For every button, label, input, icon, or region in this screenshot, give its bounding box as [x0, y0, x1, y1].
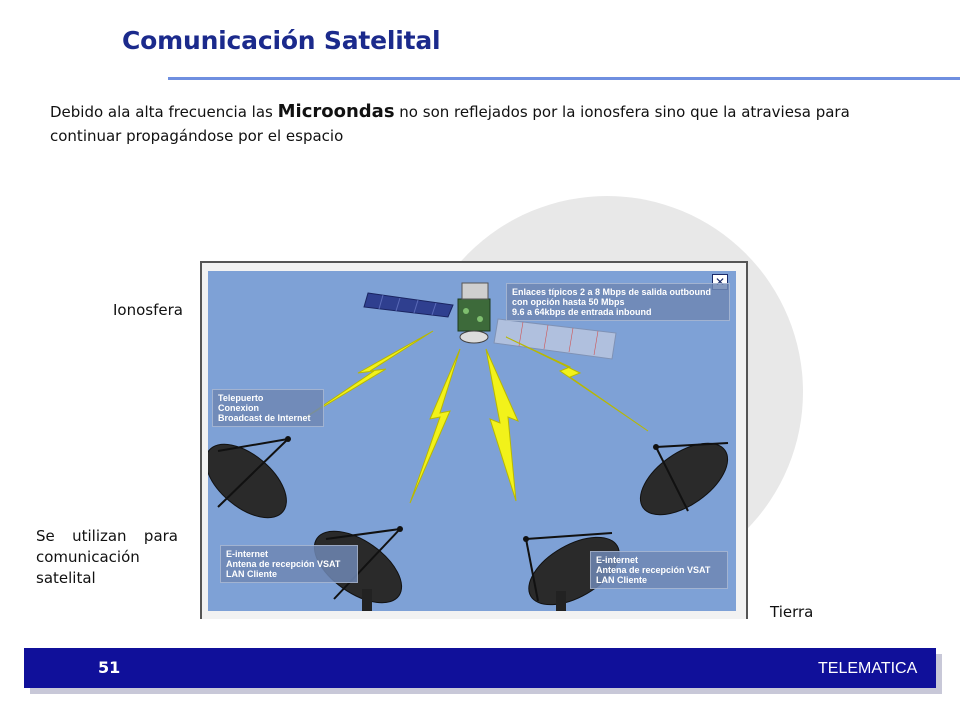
satellite-info-box: Enlaces típicos 2 a 8 Mbps de salida out…	[506, 283, 730, 321]
satellite-right-panel	[493, 318, 617, 360]
lightning-bolt-3	[485, 348, 519, 502]
satellite-info-line: Enlaces típicos 2 a 8 Mbps de salida out…	[512, 287, 712, 297]
lightning-bolt-2	[409, 348, 461, 504]
receiver-info-line: E-internet	[226, 549, 269, 559]
earth-label: Tierra	[770, 603, 814, 621]
dish-antenna-top-left	[208, 436, 291, 519]
ionosphere-label: Ionosfera	[113, 301, 183, 319]
intro-text-start: Debido ala alta frecuencia las	[50, 103, 278, 121]
teleport-info-line: Broadcast de Internet	[218, 413, 311, 423]
receiver-info-line: E-internet	[596, 555, 639, 565]
footer-course-name: TELEMATICA	[818, 660, 918, 677]
receiver-right-info-box: E-internet Antena de recepción VSAT LAN …	[590, 551, 728, 589]
dish-antenna-right	[639, 442, 729, 516]
intro-emphasis: Microondas	[277, 101, 395, 122]
receiver-info-line: Antena de recepción VSAT	[596, 565, 711, 575]
lightning-bolt-4	[505, 336, 649, 432]
usage-line-2: comunicación	[36, 548, 140, 566]
receiver-info-line: LAN Cliente	[226, 569, 278, 579]
satellite-diagram: ✕ Enlaces típicos 2 a 8 Mbps de salida o…	[208, 271, 736, 611]
satellite-diagram-art	[208, 282, 729, 611]
slide-title: Comunicación Satelital	[122, 26, 441, 55]
teleport-info-line: Conexion	[218, 403, 260, 413]
satellite-info-line: 9.6 a 64kbps de entrada inbound	[512, 307, 652, 317]
title-underline	[168, 77, 960, 80]
satellite-body	[457, 282, 491, 344]
usage-note: Se utilizan para comunicación satelital	[36, 526, 178, 589]
satellite-info-line: con opción hasta 50 Mbps	[512, 297, 625, 307]
usage-line-3: satelital	[36, 569, 96, 587]
receiver-info-line: Antena de recepción VSAT	[226, 559, 341, 569]
intro-text-end: no son reflejados por la ionosfera sino …	[50, 103, 850, 145]
footer-bar	[24, 648, 936, 688]
teleport-info-line: Telepuerto	[218, 393, 264, 403]
intro-paragraph: Debido ala alta frecuencia las Microonda…	[50, 100, 850, 148]
usage-line-1: Se utilizan para	[36, 527, 178, 545]
receiver-info-line: LAN Cliente	[596, 575, 648, 585]
receiver-left-info-box: E-internet Antena de recepción VSAT LAN …	[220, 545, 358, 583]
teleport-info-box: Telepuerto Conexion Broadcast de Interne…	[212, 389, 324, 427]
satellite-figure-frame: ✕ Enlaces típicos 2 a 8 Mbps de salida o…	[200, 261, 748, 619]
satellite-left-panel	[363, 292, 454, 318]
page-number: 51	[98, 658, 121, 677]
